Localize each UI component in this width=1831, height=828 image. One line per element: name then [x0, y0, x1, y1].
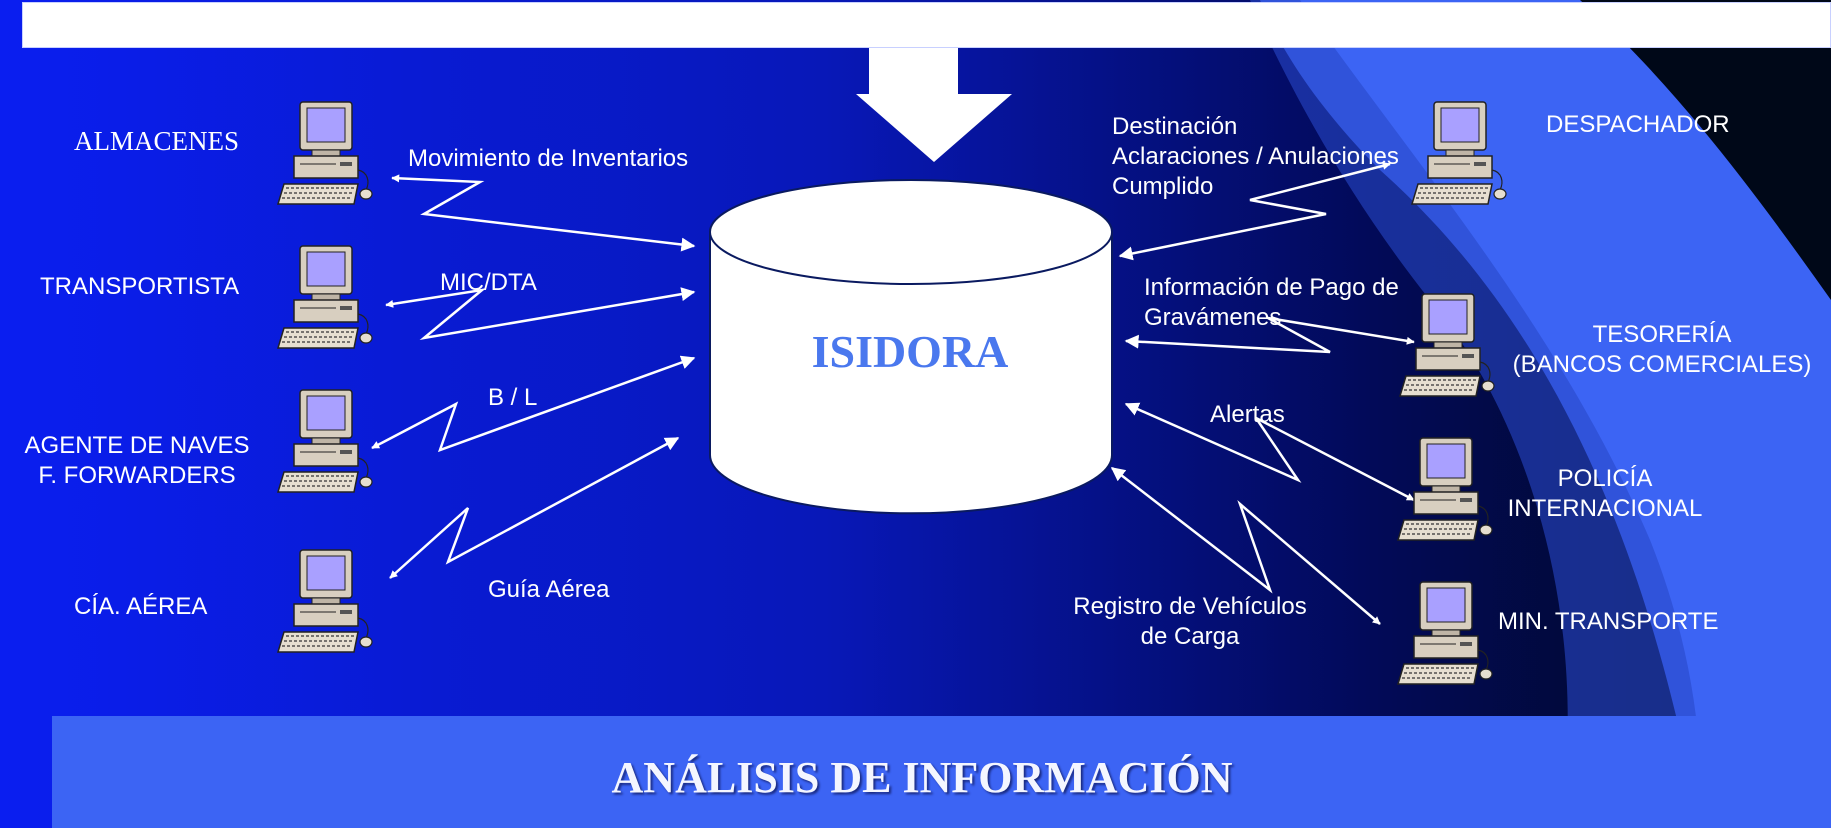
swoosh-dark-corner — [1580, 0, 1831, 300]
node-tesoreria-line-2: (BANCOS COMERCIALES) — [1512, 351, 1812, 378]
node-agente-naves-line-2: F. FORWARDERS — [38, 462, 236, 489]
node-agente-naves: AGENTE DE NAVES F. FORWARDERS — [6, 431, 268, 491]
banner-title: ANÁLISIS DE INFORMACIÓN — [611, 753, 1233, 802]
pc-despachador-icon — [1410, 101, 1507, 205]
flow-despachador-line-1: Destinación — [1112, 113, 1238, 140]
node-despachador: DESPACHADOR — [1546, 111, 1730, 138]
database-label: ISIDORA — [811, 326, 1009, 377]
pc-min-transporte-icon — [1396, 581, 1493, 685]
connector-transportista — [385, 287, 696, 341]
swoosh-band — [1260, 0, 1831, 828]
node-min-transporte: MIN. TRANSPORTE — [1498, 608, 1719, 635]
flow-policia: Alertas — [1210, 401, 1285, 428]
node-policia-line-2: INTERNACIONAL — [1507, 495, 1703, 522]
flow-despachador-line-2: Aclaraciones / Anulaciones — [1112, 143, 1399, 170]
connector-despachador — [1118, 161, 1391, 261]
pc-almacenes-icon — [276, 101, 373, 205]
flow-min-transporte-line-1: Registro de Vehículos — [1073, 593, 1307, 620]
node-transportista: TRANSPORTISTA — [40, 273, 240, 300]
node-agente-naves-line-1: AGENTE DE NAVES — [24, 432, 250, 459]
bottom-banner: ANÁLISIS DE INFORMACIÓN — [52, 716, 1831, 828]
database-cylinder — [709, 179, 1113, 515]
node-tesoreria-line-1: TESORERÍA — [1592, 321, 1732, 348]
flow-despachador-line-3: Cumplido — [1112, 173, 1214, 200]
node-policia: POLICÍA INTERNACIONAL — [1494, 464, 1716, 524]
node-cia-aerea: CÍA. AÉREA — [74, 593, 208, 620]
flow-transportista: MIC/DTA — [440, 269, 537, 296]
top-bar — [22, 2, 1831, 48]
node-tesoreria: TESORERÍA (BANCOS COMERCIALES) — [1494, 320, 1830, 380]
connector-min-transporte — [1110, 467, 1381, 625]
flow-tesoreria: Información de Pago de Gravámenes — [1144, 273, 1399, 333]
pc-policia-icon — [1396, 437, 1493, 541]
pc-tesoreria-icon — [1398, 293, 1495, 397]
connector-almacenes — [391, 174, 696, 252]
flow-despachador: Destinación Aclaraciones / Anulaciones C… — [1112, 112, 1399, 202]
down-arrow-icon — [856, 48, 1012, 162]
pc-transportista-icon — [276, 245, 373, 349]
connector-tesoreria — [1124, 316, 1415, 354]
node-almacenes: ALMACENES — [74, 126, 240, 156]
pc-agente-icon — [276, 389, 373, 493]
flow-min-transporte: Registro de Vehículos de Carga — [1050, 592, 1330, 652]
connector-cia-aerea — [389, 436, 680, 579]
flow-tesoreria-line-2: Gravámenes — [1144, 304, 1282, 331]
flow-cia-aerea: Guía Aérea — [488, 576, 610, 603]
connector-policia — [1124, 402, 1415, 502]
flow-tesoreria-line-1: Información de Pago de — [1144, 274, 1399, 301]
flow-min-transporte-line-2: de Carga — [1140, 623, 1240, 650]
pc-cia-aerea-icon — [276, 549, 373, 653]
flow-almacenes: Movimiento de Inventarios — [408, 145, 689, 172]
node-policia-line-1: POLICÍA — [1557, 465, 1653, 492]
flow-agente: B / L — [488, 384, 538, 411]
connector-agente — [371, 355, 696, 453]
